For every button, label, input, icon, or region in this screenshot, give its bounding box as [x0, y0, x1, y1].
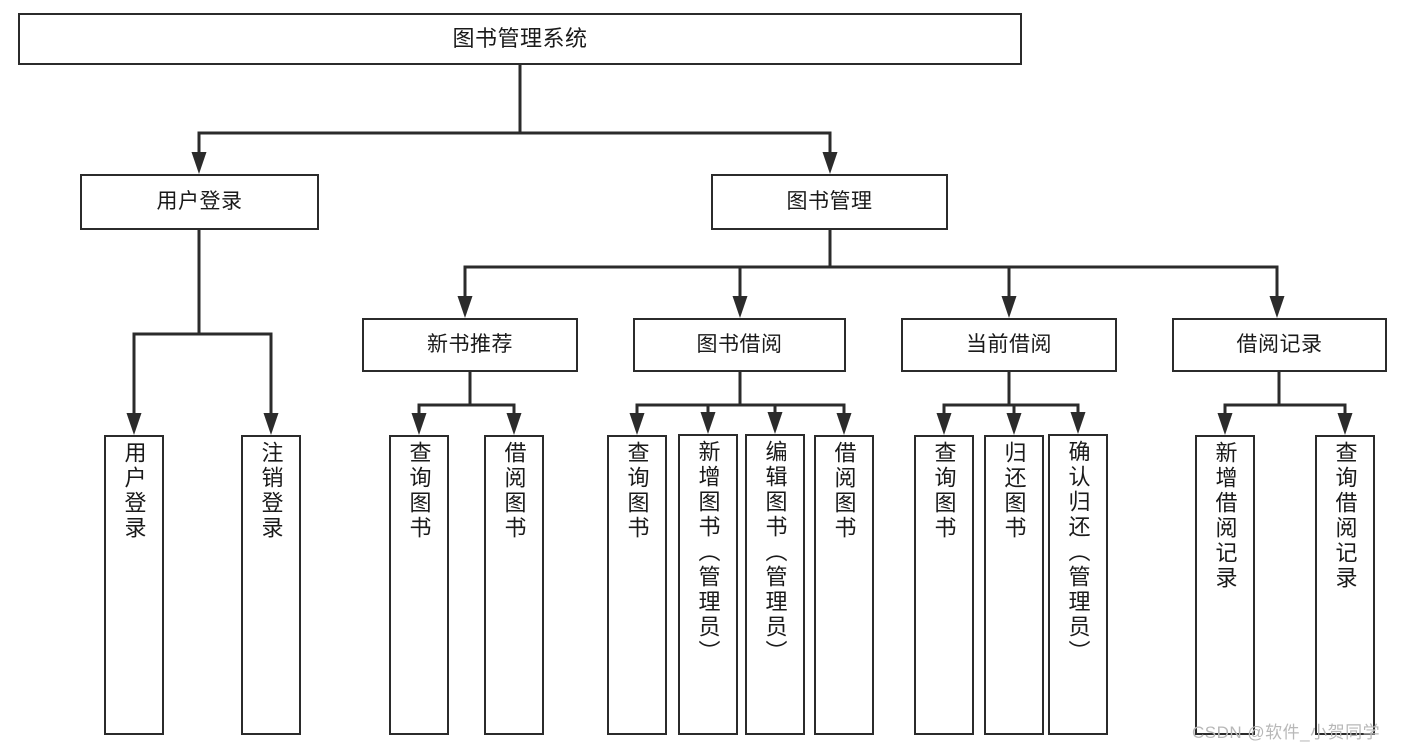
arrowhead-icon [1269, 296, 1285, 318]
arrowhead-icon [1006, 413, 1022, 435]
node-book-manage[interactable]: 图书管理 [711, 174, 948, 230]
node-label: 归还图书 [1001, 441, 1027, 541]
node-label: 借阅记录 [1236, 332, 1323, 356]
node-label: 用户登录 [121, 441, 147, 541]
node-leaf-query-record[interactable]: 查询借阅记录 [1315, 435, 1375, 735]
node-borrow-record[interactable]: 借阅记录 [1172, 318, 1387, 372]
node-root-system[interactable]: 图书管理系统 [18, 13, 1022, 65]
arrowhead-icon [836, 413, 852, 435]
node-label: 图书管理 [786, 189, 873, 213]
node-leaf-edit-book[interactable]: 编辑图书（管理员） [745, 434, 805, 735]
node-label: 借阅图书 [501, 441, 527, 541]
node-leaf-user-login[interactable]: 用户登录 [104, 435, 164, 735]
arrowhead-icon [700, 412, 716, 434]
watermark-text: CSDN @软件_小贺同学 [1192, 723, 1381, 742]
arrowhead-icon [457, 296, 473, 318]
node-label: 查询图书 [624, 441, 650, 541]
node-user-login[interactable]: 用户登录 [80, 174, 319, 230]
node-label: 查询图书 [931, 441, 957, 541]
node-label: 图书管理系统 [452, 26, 588, 52]
node-label: 用户登录 [156, 189, 243, 213]
node-leaf-query-book-3[interactable]: 查询图书 [914, 435, 974, 735]
node-leaf-query-book-2[interactable]: 查询图书 [607, 435, 667, 735]
node-current-borrow[interactable]: 当前借阅 [901, 318, 1117, 372]
node-leaf-add-book[interactable]: 新增图书（管理员） [678, 434, 738, 735]
node-label: 新书推荐 [427, 332, 513, 356]
arrowhead-icon [411, 413, 427, 435]
arrowhead-icon [732, 296, 748, 318]
node-leaf-user-logout[interactable]: 注销登录 [241, 435, 301, 735]
arrowhead-icon [629, 413, 645, 435]
arrowhead-icon [506, 413, 522, 435]
arrowhead-icon [1070, 412, 1086, 434]
arrowhead-icon [1001, 296, 1017, 318]
arrowhead-icon [822, 152, 838, 174]
arrowhead-icon [1337, 413, 1353, 435]
node-label: 当前借阅 [966, 332, 1052, 356]
arrowhead-icon [126, 413, 142, 435]
arrowhead-icon [1217, 413, 1233, 435]
node-label: 注销登录 [258, 441, 284, 541]
node-label: 确认归还（管理员） [1065, 440, 1091, 665]
node-leaf-query-book-1[interactable]: 查询图书 [389, 435, 449, 735]
node-label: 查询图书 [406, 441, 432, 541]
arrowhead-icon [263, 413, 279, 435]
node-label: 新增图书（管理员） [695, 440, 721, 665]
arrowhead-icon [936, 413, 952, 435]
arrowhead-icon [191, 152, 207, 174]
node-book-borrow[interactable]: 图书借阅 [633, 318, 846, 372]
node-leaf-add-record[interactable]: 新增借阅记录 [1195, 435, 1255, 735]
node-label: 借阅图书 [831, 441, 857, 541]
node-label: 查询借阅记录 [1332, 441, 1358, 591]
node-leaf-return-book[interactable]: 归还图书 [984, 435, 1044, 735]
node-label: 图书借阅 [696, 332, 783, 356]
node-leaf-borrow-book-2[interactable]: 借阅图书 [814, 435, 874, 735]
node-leaf-confirm-return[interactable]: 确认归还（管理员） [1048, 434, 1108, 735]
node-label: 新增借阅记录 [1212, 441, 1238, 591]
arrowhead-icon [767, 412, 783, 434]
node-label: 编辑图书（管理员） [762, 440, 788, 665]
node-leaf-borrow-book-1[interactable]: 借阅图书 [484, 435, 544, 735]
node-new-book-rec[interactable]: 新书推荐 [362, 318, 578, 372]
